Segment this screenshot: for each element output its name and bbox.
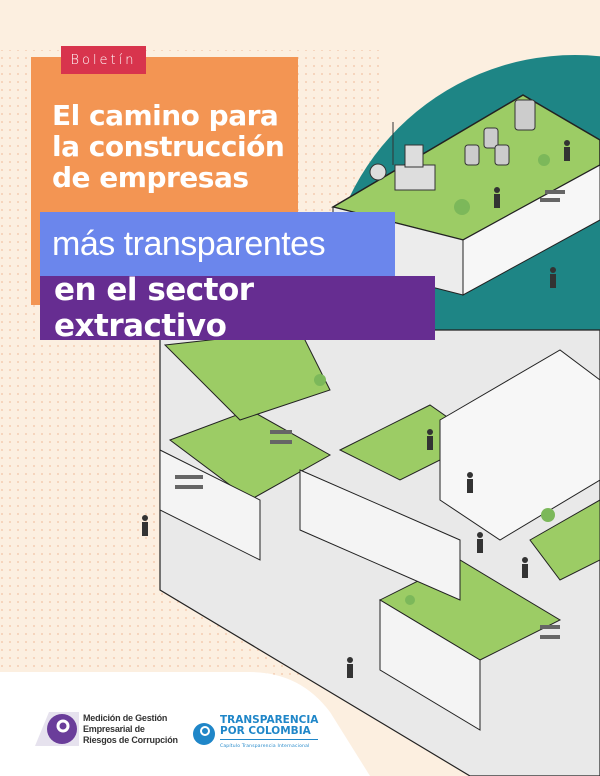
barrels-icon — [464, 99, 536, 166]
title-subtitle: en el sector extractivo — [40, 272, 435, 344]
logo-text: Medición de Gestión — [83, 712, 168, 723]
tpc-emblem-icon — [193, 722, 215, 745]
courtyard — [439, 349, 600, 541]
oil-rig-icon — [369, 122, 436, 191]
logo-text: Empresarial de — [83, 723, 145, 734]
grass-terrace — [529, 499, 600, 581]
trees — [314, 154, 555, 605]
title-line: la construcción — [52, 130, 285, 163]
logo-text: Riesgos de Corrupción — [83, 734, 178, 745]
mgerc-emblem-icon — [35, 712, 79, 746]
building-block — [379, 599, 481, 731]
windows — [175, 190, 565, 639]
logo-tagline: Capítulo Transparencia Internacional — [220, 739, 319, 752]
mgerc-logo: Medición de Gestión Empresarial de Riesg… — [35, 712, 178, 746]
title-highlight: más transparentes — [40, 212, 395, 276]
people-silhouettes — [142, 140, 570, 678]
bulletin-badge: Boletín — [61, 46, 146, 74]
main-title: El camino para la construcción de empres… — [52, 99, 285, 194]
title-line: El camino para — [52, 99, 279, 132]
building-block — [299, 469, 461, 601]
title-line: de empresas — [52, 161, 249, 194]
logo-text: POR COLOMBIA — [220, 725, 311, 737]
transparencia-logo: TRANSPARENCIA POR COLOMBIA Capítulo Tran… — [192, 715, 319, 752]
